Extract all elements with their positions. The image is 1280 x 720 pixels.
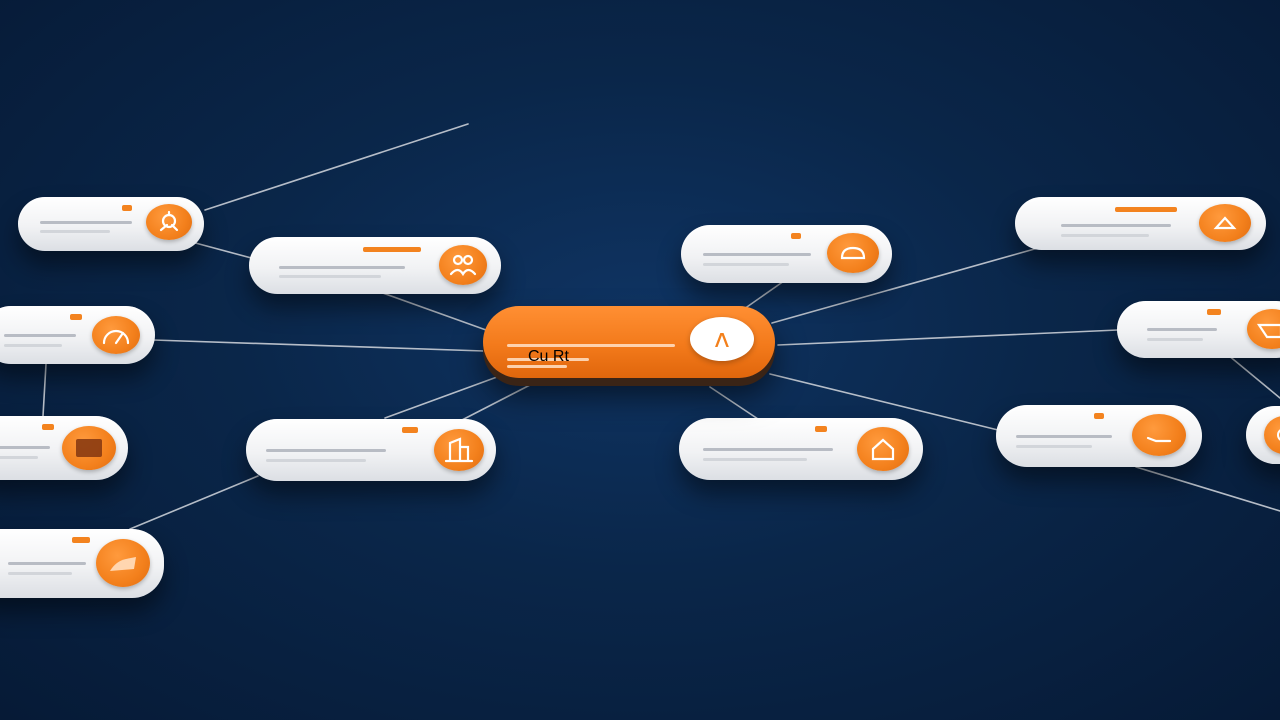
- connector-line: [42, 363, 47, 417]
- node-text-line: [40, 221, 132, 224]
- node-text-line: [1061, 234, 1149, 237]
- node-text-line: [8, 572, 72, 575]
- node-tag: [363, 247, 421, 252]
- node-text-line: [40, 230, 110, 233]
- node-left-mid-upper[interactable]: [249, 237, 501, 294]
- connector-line: [771, 247, 1039, 324]
- node-tag: [402, 427, 418, 433]
- cloud-icon: [827, 233, 879, 273]
- node-text-line: [1147, 328, 1217, 331]
- node-text-line: [279, 275, 381, 278]
- node-text-line: [0, 446, 50, 449]
- node-tag: [42, 424, 54, 430]
- node-text-line: [1016, 445, 1092, 448]
- connector-line: [777, 329, 1119, 346]
- circle-icon: [1264, 416, 1280, 454]
- node-right-edge[interactable]: [1246, 406, 1280, 464]
- connector-line: [461, 384, 531, 421]
- connector-line: [204, 123, 469, 211]
- node-text-line: [703, 263, 789, 266]
- node-text-line: [4, 344, 62, 347]
- node-right-upper[interactable]: [1117, 301, 1280, 358]
- connector-line: [187, 240, 256, 260]
- caret-a-icon: ʌ: [690, 317, 754, 361]
- caret-a-glyph: ʌ: [714, 324, 730, 354]
- connector-line: [1135, 466, 1280, 512]
- node-text-line: [4, 334, 76, 337]
- gauge-icon: [92, 316, 140, 354]
- node-left-bottom[interactable]: [0, 529, 164, 598]
- connector-line: [384, 376, 498, 419]
- connector-line: [709, 386, 759, 420]
- node-text-line: [266, 459, 366, 462]
- document-icon: [1132, 414, 1186, 456]
- node-tag: [791, 233, 801, 239]
- node-text-line: [266, 449, 386, 452]
- node-text-line: [0, 456, 38, 459]
- node-text-line: [1016, 435, 1112, 438]
- building-icon: [434, 429, 484, 471]
- central-text-line: [507, 344, 675, 347]
- node-tag: [72, 537, 90, 543]
- connector-line: [1227, 354, 1280, 399]
- connector-line: [769, 373, 999, 431]
- central-node[interactable]: ʌ: [483, 306, 775, 378]
- node-text-line: [279, 266, 405, 269]
- house-icon: [857, 427, 909, 471]
- node-right-middle[interactable]: [996, 405, 1202, 467]
- node-tag: [122, 205, 132, 211]
- node-text-line: [703, 253, 811, 256]
- connector-line: [152, 339, 485, 352]
- node-text-line: [703, 458, 807, 461]
- central-text-line: [507, 365, 567, 368]
- people-icon: [439, 245, 487, 285]
- connector-line: [379, 291, 487, 331]
- book-icon: [62, 426, 116, 470]
- node-left-middle[interactable]: [0, 306, 155, 364]
- connector-line: [743, 280, 785, 310]
- hand-icon: [96, 539, 150, 587]
- node-text-line: [8, 562, 86, 565]
- node-center-bottom[interactable]: [679, 418, 923, 480]
- chat-icon: [1247, 309, 1280, 349]
- gear-chart-icon: [146, 204, 192, 240]
- node-text-line: [1061, 224, 1171, 227]
- node-text-line: [703, 448, 833, 451]
- node-left-mid-lower[interactable]: [246, 419, 496, 481]
- node-right-top[interactable]: [1015, 197, 1266, 250]
- node-tag: [1094, 413, 1104, 419]
- node-tag: [1115, 207, 1177, 212]
- central-text-line: [507, 358, 589, 361]
- central-node-label: Cu Rt: [528, 348, 569, 365]
- node-tag: [1207, 309, 1221, 315]
- node-tag: [815, 426, 827, 432]
- node-left-lower[interactable]: [0, 416, 128, 480]
- chat-icon: [1199, 204, 1251, 242]
- node-text-line: [1147, 338, 1203, 341]
- node-tag: [70, 314, 82, 320]
- node-center-top[interactable]: [681, 225, 892, 283]
- connector-line: [129, 475, 259, 530]
- node-left-top[interactable]: [18, 197, 204, 251]
